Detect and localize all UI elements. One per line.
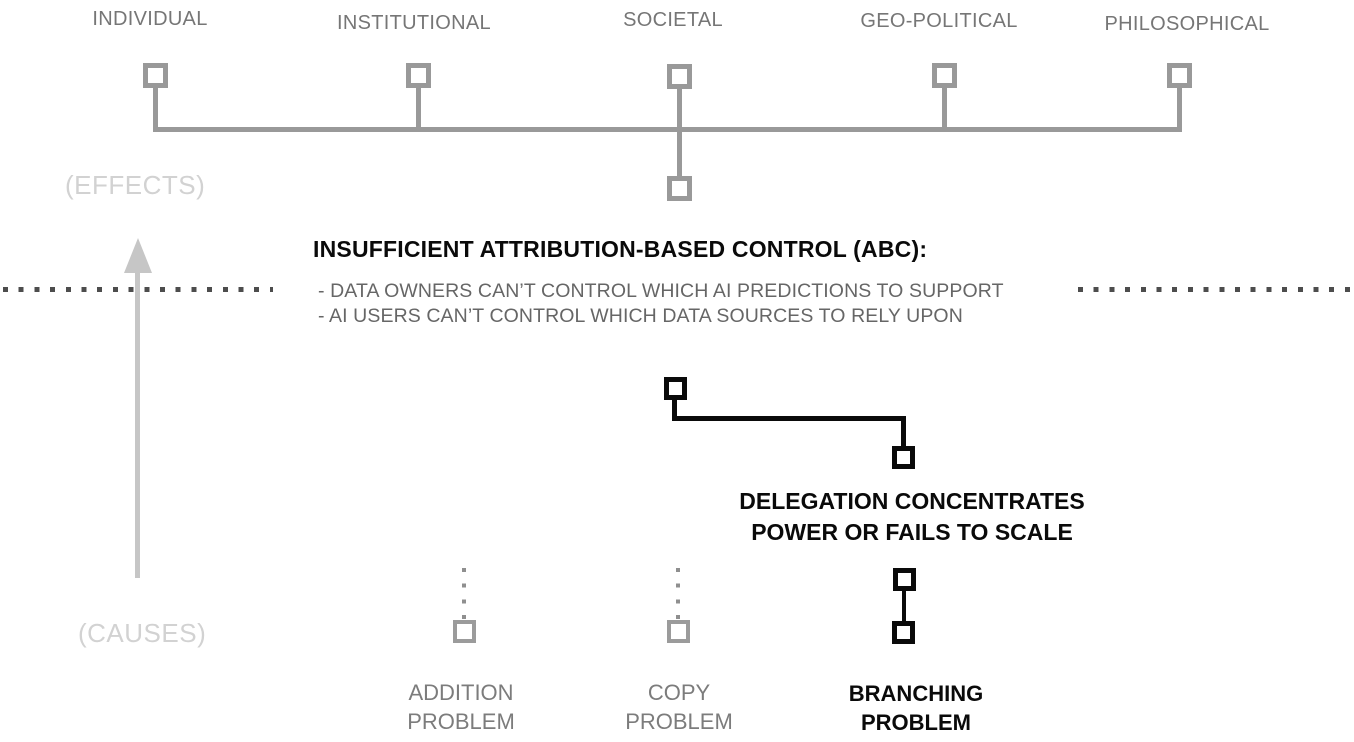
societal-lower-node-square-icon xyxy=(667,176,692,201)
delegation-node-a-square-icon xyxy=(664,377,687,400)
level-philosophical-stem xyxy=(1177,87,1182,127)
delegation-elbow-down-1 xyxy=(672,399,677,421)
delegation-node-b-square-icon xyxy=(892,446,915,469)
effects-axis-label: (EFFECTS) xyxy=(65,170,206,200)
level-societal-label: SOCIETAL xyxy=(623,9,723,31)
level-institutional-stem xyxy=(416,87,421,127)
up-arrow-head xyxy=(124,238,152,273)
levels-connector-line xyxy=(153,127,1182,132)
abc-bullet-2: - AI USERS CAN’T CONTROL WHICH DATA SOUR… xyxy=(318,304,963,327)
level-individual-stem xyxy=(153,87,158,127)
up-arrow-shaft xyxy=(135,270,140,578)
level-societal-stem xyxy=(677,88,682,127)
addition-dotted-line xyxy=(462,568,466,619)
abc-bullet-1: - DATA OWNERS CAN’T CONTROL WHICH AI PRE… xyxy=(318,280,1004,302)
level-societal-node-square-icon xyxy=(667,64,692,89)
addition-problem-label: ADDITION PROBLEM xyxy=(407,680,515,734)
copy-problem-label: COPY PROBLEM xyxy=(625,680,733,734)
level-philosophical-node-square-icon xyxy=(1167,63,1192,88)
causes-axis-label: (CAUSES) xyxy=(78,618,207,648)
abc-title: INSUFFICIENT ATTRIBUTION-BASED CONTROL (… xyxy=(313,236,928,262)
divider-dotted-left xyxy=(3,287,273,292)
branching-problem-label: BRANCHING PROBLEM xyxy=(848,681,984,735)
level-individual-node-square-icon xyxy=(143,63,168,88)
addition-node-square-icon xyxy=(453,620,476,643)
branching-connector-line xyxy=(902,589,906,623)
abc-bullets: - DATA OWNERS CAN’T CONTROL WHICH AI PRE… xyxy=(318,279,1004,328)
level-geo-political-stem xyxy=(942,87,947,127)
delegation-elbow-down-2 xyxy=(901,421,906,447)
delegation-label: DELEGATION CONCENTRATES POWER OR FAILS T… xyxy=(739,488,1085,545)
level-geo-political-label: GEO-POLITICAL xyxy=(860,10,1018,32)
level-philosophical-label: PHILOSOPHICAL xyxy=(1104,13,1270,35)
level-institutional-node-square-icon xyxy=(406,63,431,88)
level-institutional-label: INSTITUTIONAL xyxy=(337,12,491,34)
divider-dotted-right xyxy=(1078,287,1354,292)
delegation-elbow-across xyxy=(672,416,906,421)
level-individual-label: INDIVIDUAL xyxy=(92,8,208,30)
branching-node-bottom-square-icon xyxy=(892,621,915,644)
level-geo-political-node-square-icon xyxy=(932,63,957,88)
societal-lower-stem xyxy=(677,131,682,176)
branching-node-top-square-icon xyxy=(893,568,916,591)
copy-node-square-icon xyxy=(667,620,690,643)
copy-dotted-line xyxy=(676,568,680,619)
